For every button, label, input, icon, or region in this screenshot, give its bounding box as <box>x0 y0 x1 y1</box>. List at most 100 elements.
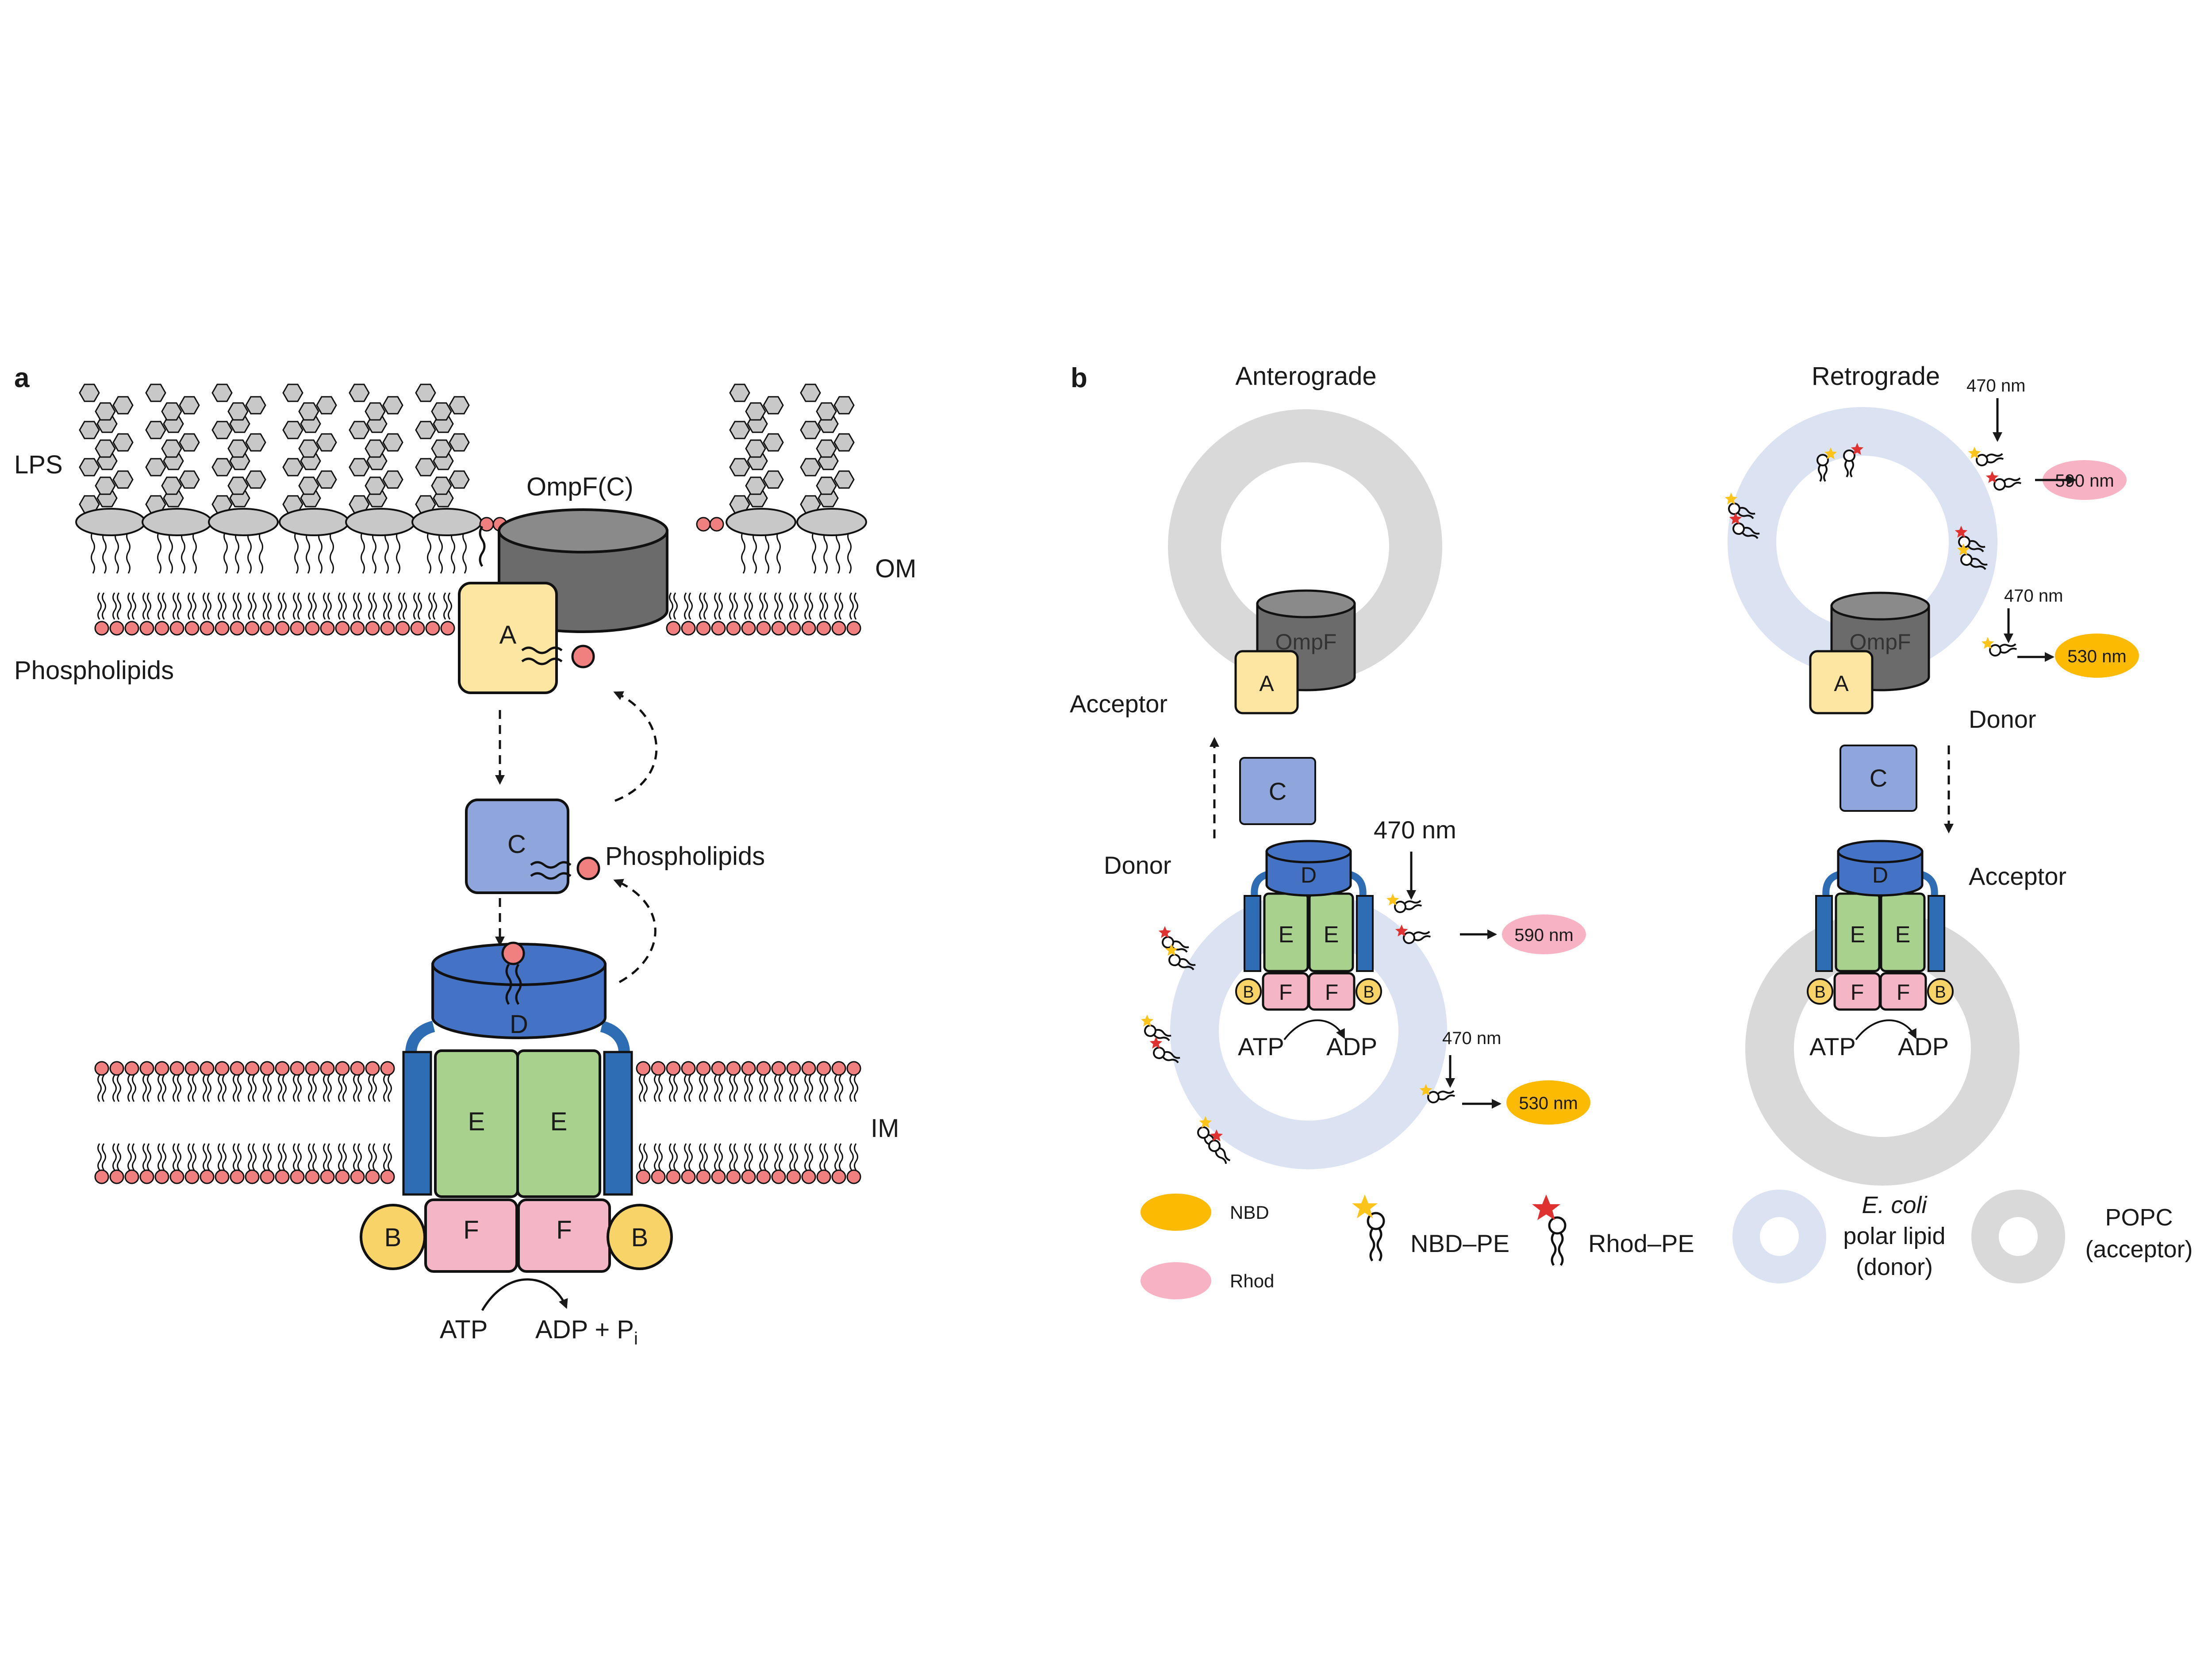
lps-sugar <box>745 476 766 495</box>
lps-sugar <box>833 470 855 489</box>
lipid-head <box>215 621 230 636</box>
lipid-head <box>320 1169 335 1184</box>
pi-subscript: i <box>634 1329 638 1348</box>
lipid-head <box>230 621 245 636</box>
lipid-head <box>696 621 711 636</box>
lps-sugar <box>316 433 337 452</box>
legend: NBD Rhod NBD–PE Rhod–PE E. coli polar li… <box>1141 1190 2193 1299</box>
arrow-d-to-c <box>613 879 657 983</box>
lps-sugar <box>800 421 821 439</box>
protein-a-retrograde <box>1809 650 1874 714</box>
lps-sugar <box>763 470 784 489</box>
lipid-head <box>200 1061 215 1076</box>
legend-nbd-pe-icon <box>1352 1194 1385 1262</box>
bound-lipid-head <box>571 645 595 668</box>
lipid-head <box>681 621 696 636</box>
lipid-head <box>726 621 741 636</box>
lipid-probe-icon <box>1168 954 1196 971</box>
lipid-head <box>94 621 109 636</box>
lipid-head <box>711 1169 726 1184</box>
lps-sugar <box>79 384 100 402</box>
lps-sugar <box>816 476 837 495</box>
lipid-head <box>636 1169 651 1184</box>
protein-b-left-label: B <box>384 1223 402 1252</box>
lps-label: LPS <box>14 450 63 479</box>
lipid-head <box>756 1169 771 1184</box>
lps-chains <box>79 384 855 514</box>
outer-membrane <box>75 508 867 636</box>
legend-rhod-pe-label: Rhod–PE <box>1588 1229 1694 1257</box>
lipid-head <box>94 1169 109 1184</box>
protein-b-label: B <box>1935 983 1946 1002</box>
protein-e-label: E <box>1850 922 1866 948</box>
protein-e-right-label: E <box>550 1107 568 1136</box>
protein-c-anterograde-label: C <box>1269 777 1286 805</box>
emission-530-retrograde <box>2055 634 2139 678</box>
emission-590-retrograde <box>2043 460 2127 500</box>
lipid-probe-icon <box>1732 522 1760 539</box>
lipid-head <box>260 1169 275 1184</box>
protein-b-label: B <box>1243 983 1254 1002</box>
lps-sugar <box>145 458 166 476</box>
protein-a-retrograde-label: A <box>1834 671 1849 696</box>
lps-sugar <box>431 439 452 458</box>
lps-sugar <box>382 433 403 452</box>
lipid-head <box>365 621 380 636</box>
lipid-head <box>666 1169 681 1184</box>
lipid-head <box>801 621 816 636</box>
emission-530-retrograde-label: 530 nm <box>2067 647 2126 666</box>
lipid-head <box>440 621 455 636</box>
panel-a-letter: a <box>14 363 30 393</box>
retrograde-title: Retrograde <box>1812 362 1940 391</box>
lipid-head <box>139 1169 154 1184</box>
lipid-head <box>320 621 335 636</box>
lps-sugar <box>382 396 403 415</box>
legend-rhod-pe-icon <box>1532 1194 1567 1266</box>
protein-e-right <box>516 1049 601 1198</box>
lipid-head <box>275 1061 290 1076</box>
lipid-head <box>305 621 320 636</box>
protein-a-anterograde <box>1234 650 1299 714</box>
panel-a: a OmpF(C) A LPS OM Phospholipids <box>14 363 916 1348</box>
atp-arrow <box>481 1278 568 1311</box>
lipid-head <box>290 621 305 636</box>
lipid-probe-icon <box>1153 1047 1180 1064</box>
legend-rhod-label: Rhod <box>1230 1271 1274 1291</box>
lps-sugar <box>112 470 134 489</box>
lipid-head <box>425 621 440 636</box>
lipid-head <box>184 1169 200 1184</box>
lipid-head <box>741 621 756 636</box>
emission-590-anterograde <box>1502 914 1586 954</box>
lps-sugar <box>816 402 837 421</box>
legend-ecoli-line3: (donor) <box>1856 1254 1933 1280</box>
protein-e-left-label: E <box>468 1107 485 1136</box>
om-label: OM <box>875 554 916 583</box>
lipid-head <box>230 1061 245 1076</box>
lipid-probe-icon <box>1144 1025 1171 1041</box>
lipid-head <box>154 621 169 636</box>
lps-sugar <box>245 396 266 415</box>
protein-a-anterograde-label: A <box>1259 671 1274 696</box>
lps-sugar <box>800 458 821 476</box>
lipid-head <box>305 1169 320 1184</box>
lps-sugar <box>95 402 116 421</box>
anterograde-title: Anterograde <box>1235 362 1376 391</box>
lipid-head <box>681 1061 696 1076</box>
lipid-head <box>335 1061 350 1076</box>
lipid-head <box>350 1061 365 1076</box>
lipid-probe-icon <box>1993 477 2022 491</box>
legend-popc-line2: (acceptor) <box>2085 1236 2193 1263</box>
lps-sugar <box>179 433 200 452</box>
legend-ecoli-vesicle <box>1732 1190 1826 1283</box>
lipid-head <box>124 1061 139 1076</box>
lps-sugar <box>316 470 337 489</box>
legend-nbd-swatch <box>1141 1194 1211 1231</box>
lipid-head <box>410 621 425 636</box>
lipid-probe-icon <box>1394 900 1422 913</box>
lipid-head <box>711 1061 726 1076</box>
donor-label-anterograde: Donor <box>1104 851 1171 879</box>
c-bound-lipid-tails <box>530 861 572 880</box>
